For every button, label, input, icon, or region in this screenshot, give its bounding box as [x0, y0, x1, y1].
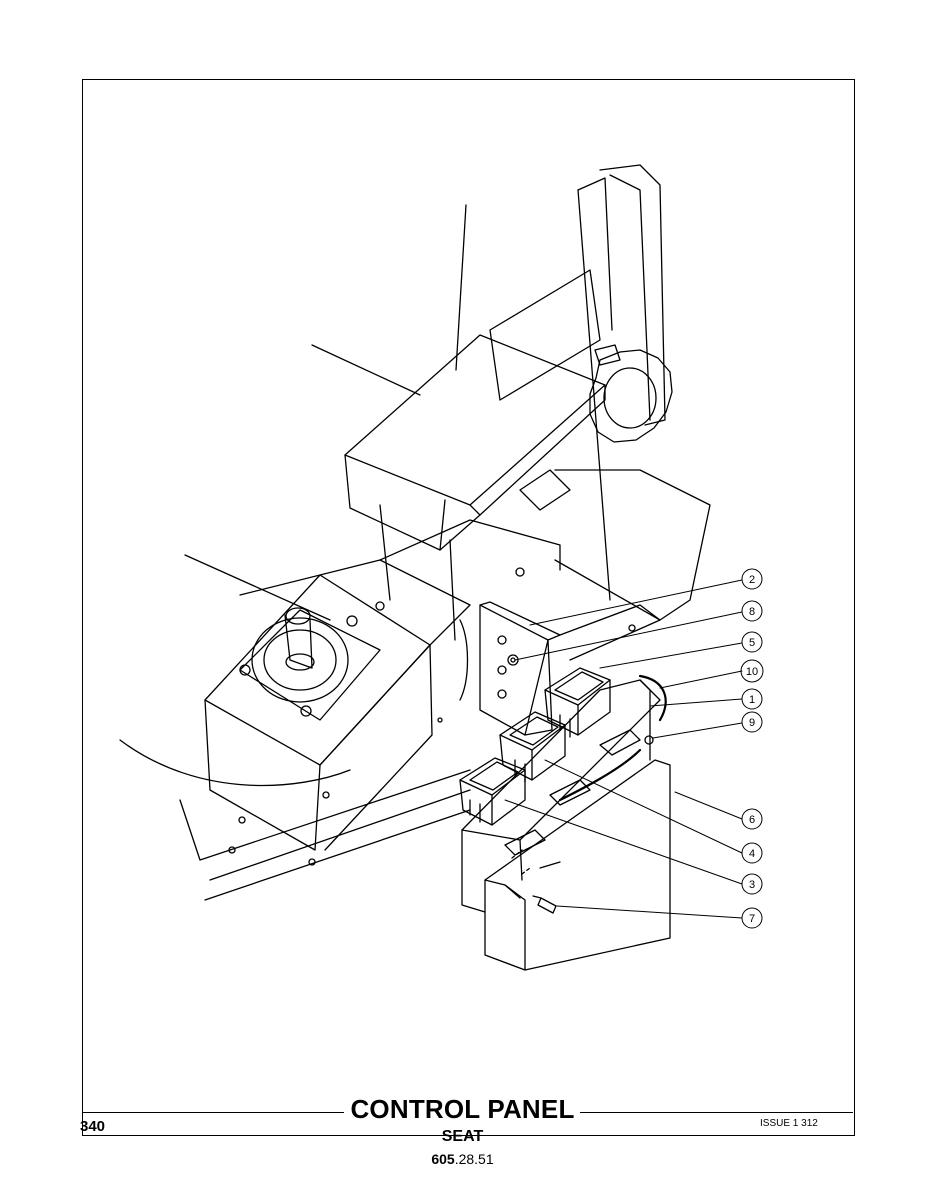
cover-plate	[484, 759, 671, 971]
title-rule-right	[580, 1112, 853, 1113]
base-rails	[179, 519, 636, 901]
wiring-harness	[558, 674, 667, 802]
part-number: 605.28.51	[340, 1151, 585, 1167]
callout-5: 5	[749, 637, 755, 649]
adjustment-knob	[589, 349, 673, 443]
page-subtitle: SEAT	[441, 1128, 484, 1145]
callout-7: 7	[749, 913, 755, 925]
callout-4: 4	[749, 848, 755, 860]
leader-lines	[504, 579, 743, 919]
page-number: 340	[80, 1118, 106, 1135]
page-title: CONTROL PANEL	[350, 1094, 575, 1124]
issue-label: ISSUE 1 312	[760, 1118, 818, 1129]
callout-3: 3	[749, 879, 755, 891]
callout-6: 6	[749, 814, 755, 826]
callout-9: 9	[749, 717, 755, 729]
mounting-bracket	[459, 601, 661, 736]
joystick-housing	[204, 574, 443, 851]
rocker-switches	[459, 667, 611, 826]
callout-8: 8	[749, 606, 755, 618]
callout-circles	[740, 568, 764, 929]
callout-2: 2	[749, 574, 755, 586]
part-number-prefix: 605	[431, 1151, 455, 1167]
fasteners	[507, 654, 654, 914]
callout-1: 1	[749, 694, 755, 706]
part-number-suffix: .28.51	[454, 1151, 494, 1167]
seat-back	[455, 164, 666, 601]
title-rule-left	[82, 1112, 344, 1113]
armrest	[344, 334, 606, 551]
drawing-frame	[82, 79, 855, 1136]
seat-cushion	[119, 344, 711, 787]
callout-10: 10	[746, 666, 758, 678]
